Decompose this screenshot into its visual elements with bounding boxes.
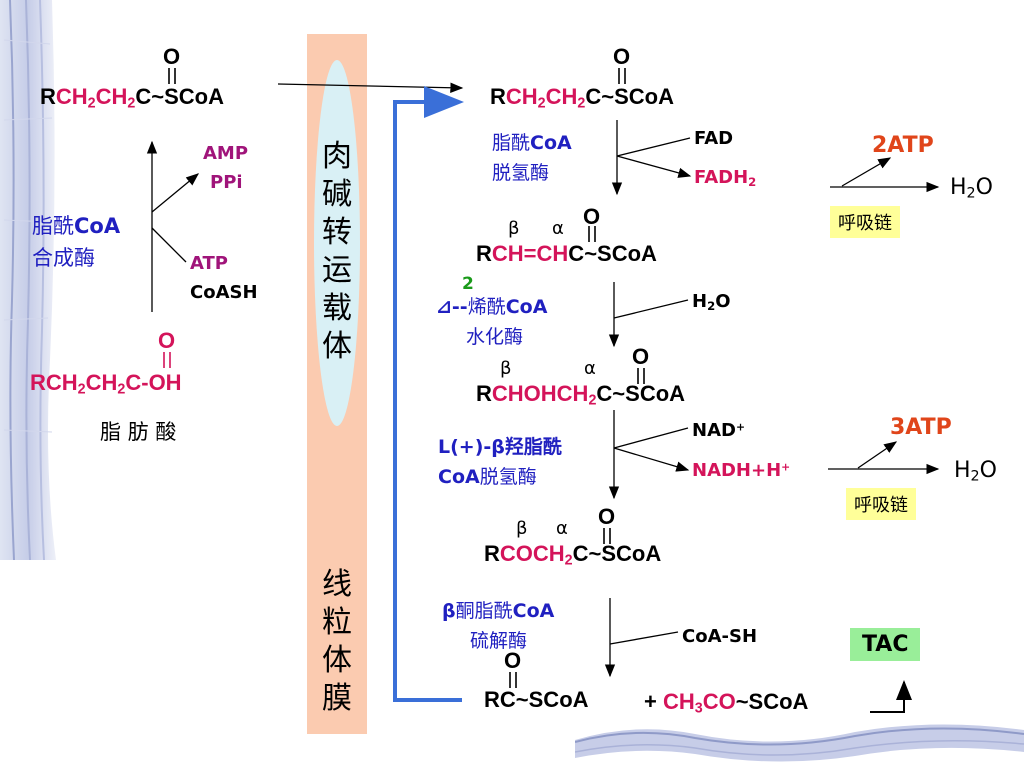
s5-shortened-acyl-coa-formula: RC~SCoA: [484, 687, 589, 712]
membrane-label: 线粒体膜: [322, 567, 352, 716]
left-decorative-strip: [0, 0, 56, 561]
respiratory-chain-box-1: 呼吸链: [830, 206, 900, 238]
tac-box: TAC: [850, 628, 921, 661]
s4-oxygen: O: [598, 504, 616, 529]
amp-label: AMP: [203, 143, 249, 164]
synthetase-enzyme-line1: 脂酰CoA: [32, 214, 121, 238]
s3-hydroxyacyl-coa-formula: RCHOHCH2C~SCoA: [476, 381, 686, 409]
coash-label: CoASH: [190, 282, 258, 303]
synthetase-enzyme-line2: 合成酶: [32, 246, 95, 270]
thiolase-line2: 硫解酶: [470, 630, 528, 652]
fatty-acid-label: 脂 肪 酸: [100, 420, 177, 444]
fadh2-label: FADH2: [694, 167, 757, 189]
s4-ketoacyl-coa-formula: RCOCH2C~SCoA: [484, 541, 662, 569]
ppi-label: PPi: [210, 172, 243, 193]
atp-label: ATP: [190, 253, 229, 274]
s5-oxygen: O: [504, 648, 522, 673]
dehydrogenase-line1: 脂酰CoA: [492, 132, 572, 154]
thiolase-line1: β酮脂酰CoA: [442, 600, 555, 622]
hydratase-line1: ⊿--烯酰CoA: [436, 296, 548, 318]
hydratase-line2: 水化酶: [466, 326, 524, 348]
fad-label: FAD: [694, 128, 734, 149]
coa-sh-label: CoA-SH: [682, 626, 758, 647]
s4-beta-label: β: [516, 518, 528, 539]
s3-alpha-label: α: [584, 358, 596, 379]
s2-alpha-label: α: [552, 218, 564, 239]
acyl-coa-formula: RCH2CH2C~SCoA: [40, 84, 224, 112]
fatty-acid-formula: RCH2CH2C-OH: [30, 370, 182, 398]
nadh-label: NADH+H+: [692, 460, 791, 481]
nad-label: NAD+: [692, 420, 745, 441]
s2-beta-label: β: [508, 218, 520, 239]
h2o-product-1: H2O: [950, 175, 993, 202]
carrier-label: 肉碱转运载体: [322, 139, 352, 364]
atp3-label: 3ATP: [890, 415, 952, 440]
s2-oxygen: O: [583, 204, 601, 229]
s1-acyl-coa-formula: RCH2CH2C~SCoA: [490, 84, 674, 112]
hydroxy-dehydrogenase-line1: L(+)-β羟脂酰: [438, 436, 562, 458]
acetyl-coa-formula: + CH3CO~SCoA: [644, 689, 809, 717]
h2o-input: H2O: [692, 291, 731, 313]
s2-enoyl-coa-formula: RCH=CHC~SCoA: [476, 241, 657, 266]
h2o-product-2: H2O: [954, 458, 997, 485]
s3-beta-label: β: [500, 358, 512, 379]
delta-position-number: 2: [462, 274, 474, 294]
s3-oxygen: O: [632, 344, 650, 369]
fatty-acid-oxygen: O: [158, 328, 176, 353]
s1-oxygen: O: [613, 44, 631, 69]
atp2-label: 2ATP: [872, 133, 934, 158]
bottom-decorative-wave: [575, 724, 1024, 762]
hydroxy-dehydrogenase-line2: CoA脱氢酶: [438, 466, 537, 488]
s4-alpha-label: α: [556, 518, 568, 539]
acyl-coa-oxygen: O: [163, 44, 181, 69]
dehydrogenase-line2: 脱氢酶: [492, 162, 550, 184]
carnitine-carrier: [314, 60, 360, 426]
respiratory-chain-box-2: 呼吸链: [846, 488, 916, 520]
